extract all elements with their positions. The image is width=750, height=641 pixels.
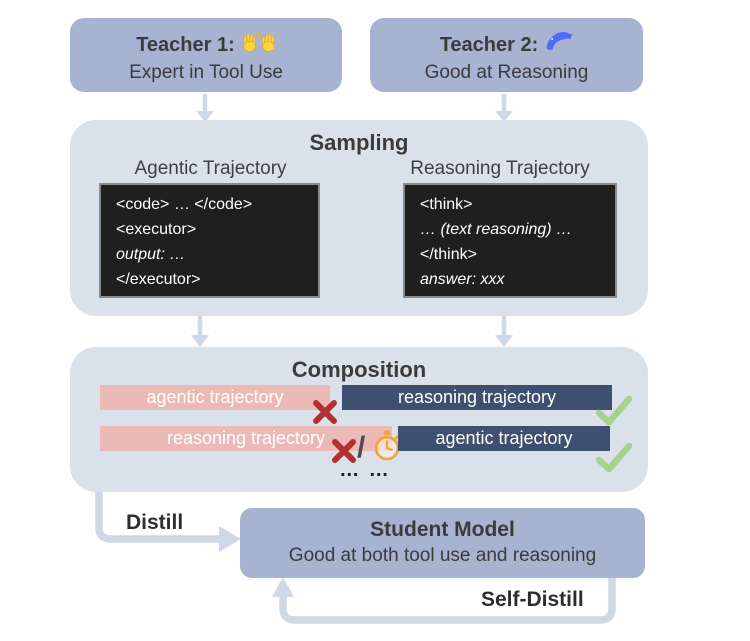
teacher1-box: Teacher 1: (70, 18, 342, 92)
student-model-box: Student Model Good at both tool use and … (240, 508, 645, 578)
stopwatch-icon (373, 430, 401, 467)
composition-panel: Composition agentic trajectory reasoning… (70, 347, 648, 492)
composition-title: Composition (291, 357, 427, 382)
agentic-code-box: <code> … </code> <executor> output: … </… (99, 183, 320, 298)
arrow-sampling-to-composition-right (495, 316, 513, 347)
agentic-trajectory-label: Agentic Trajectory (134, 158, 287, 179)
code-line: </think> (420, 246, 477, 263)
slash-separator: / (357, 431, 366, 464)
student-model-title: Student Model (370, 518, 515, 541)
teacher2-subtitle: Good at Reasoning (424, 62, 589, 83)
code-line: answer: xxx (420, 271, 505, 288)
arrow-self-distill (272, 577, 616, 624)
arrow-distill (95, 489, 241, 552)
cross-icon (331, 438, 357, 469)
code-line: <executor> (116, 221, 197, 238)
arrow-teacher2-to-sampling (495, 94, 513, 122)
teacher2-title: Teacher 2: (439, 33, 539, 56)
composition-bar-agentic-2: agentic trajectory (398, 426, 610, 451)
code-line: output: … (116, 246, 186, 263)
self-distill-label: Self-Distill (481, 588, 584, 611)
raising-hands-icon (242, 31, 276, 59)
deepseek-whale-icon (545, 31, 573, 59)
distill-label: Distill (126, 511, 184, 534)
teacher2-box: Teacher 2: Good at Reasoning (370, 18, 643, 92)
reasoning-trajectory-label: Reasoning Trajectory (410, 158, 590, 179)
code-line: </executor> (116, 271, 201, 288)
code-line: <code> … </code> (116, 196, 253, 213)
teacher1-subtitle: Expert in Tool Use (129, 62, 283, 83)
check-icon (595, 395, 633, 431)
arrow-teacher1-to-sampling (196, 94, 214, 122)
teacher1-title: Teacher 1: (136, 33, 235, 56)
check-icon (595, 442, 633, 478)
sampling-title: Sampling (309, 130, 409, 155)
composition-bar-agentic-1: agentic trajectory (100, 385, 330, 410)
code-line: <think> (420, 196, 473, 213)
sampling-panel: Sampling Agentic Trajectory Reasoning Tr… (70, 120, 648, 316)
student-model-subtitle: Good at both tool use and reasoning (288, 545, 597, 566)
cross-icon (312, 399, 338, 430)
composition-ellipsis: … … (339, 459, 391, 481)
composition-bar-reasoning-1: reasoning trajectory (342, 385, 612, 410)
reasoning-code-box: <think> … (text reasoning) … </think> an… (403, 183, 617, 298)
arrow-sampling-to-composition-left (191, 316, 209, 347)
code-line: … (text reasoning) … (420, 221, 573, 238)
